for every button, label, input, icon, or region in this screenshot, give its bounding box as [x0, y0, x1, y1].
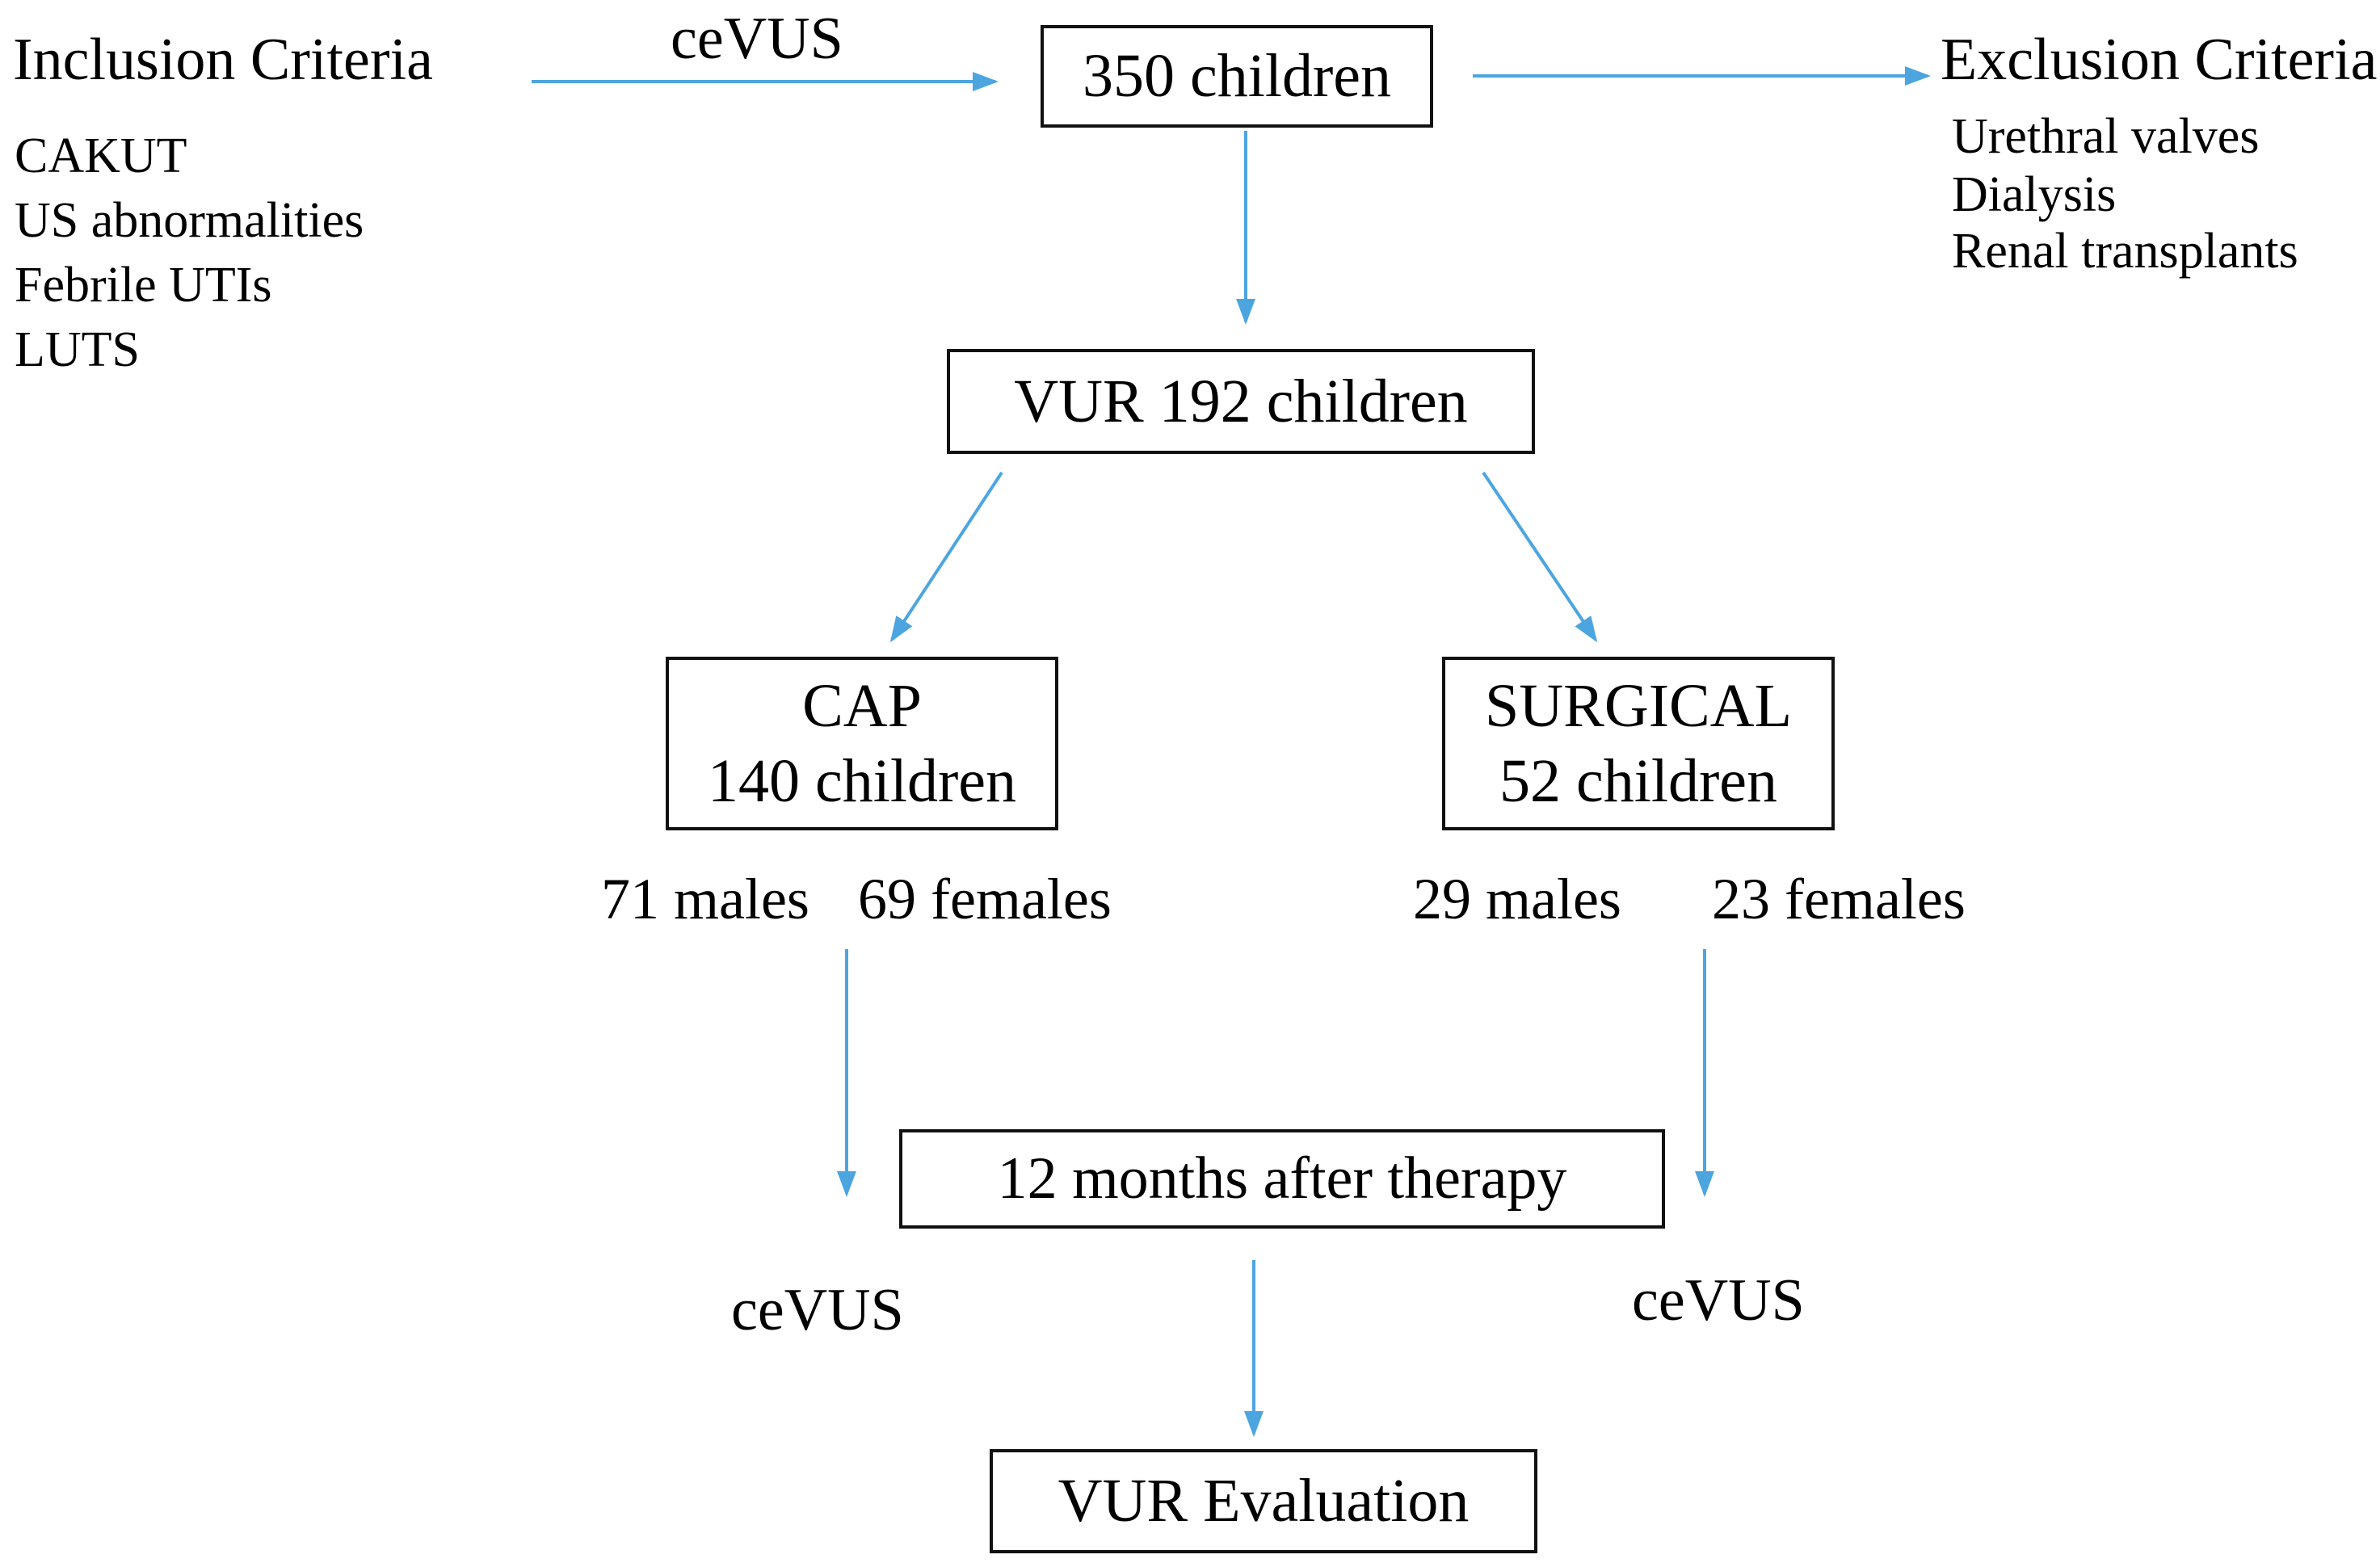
cap-males-label: 71 males: [601, 867, 809, 931]
cap-box-count: 140 children: [707, 746, 1016, 815]
surgical-box: SURGICAL 52 children: [1442, 657, 1835, 830]
evaluation-box: VUR Evaluation: [990, 1449, 1537, 1553]
cap-females-label: 69 females: [858, 867, 1112, 931]
vur-box-label: VUR 192 children: [1014, 367, 1468, 435]
followup-box: 12 months after therapy: [899, 1129, 1665, 1229]
surgical-box-title: SURGICAL: [1484, 671, 1793, 740]
cevus-followup-left-label: ceVUS: [731, 1277, 904, 1343]
arrow-vur-to-cap: [889, 471, 1003, 643]
evaluation-box-label: VUR Evaluation: [1058, 1467, 1470, 1536]
surgical-box-count: 52 children: [1499, 746, 1777, 815]
vur-box: VUR 192 children: [947, 349, 1535, 454]
enrolled-box-label: 350 children: [1082, 42, 1391, 111]
exclusion-item-renal-transplants: Renal transplants: [1952, 224, 2298, 279]
inclusion-item-cakut: CAKUT: [15, 128, 187, 183]
cap-box-title: CAP: [802, 671, 922, 740]
followup-box-label: 12 months after therapy: [997, 1145, 1567, 1212]
exclusion-item-dialysis: Dialysis: [1952, 167, 2117, 222]
inclusion-item-febrile-utis: Febrile UTIs: [15, 258, 272, 313]
inclusion-criteria-title: Inclusion Criteria: [13, 27, 433, 93]
surgical-males-label: 29 males: [1413, 867, 1621, 931]
arrow-vur-to-surgical: [1482, 471, 1598, 643]
inclusion-item-us-abnormalities: US abnormalities: [15, 193, 364, 248]
exclusion-item-urethral-valves: Urethral valves: [1952, 109, 2260, 164]
exclusion-criteria-title: Exclusion Criteria: [1941, 27, 2378, 93]
cevus-initial-label: ceVUS: [671, 6, 843, 72]
surgical-females-label: 23 females: [1712, 867, 1966, 931]
cevus-followup-right-label: ceVUS: [1632, 1267, 1805, 1334]
inclusion-item-luts: LUTS: [15, 322, 140, 377]
cap-box: CAP 140 children: [666, 657, 1058, 830]
enrolled-box: 350 children: [1041, 25, 1433, 128]
